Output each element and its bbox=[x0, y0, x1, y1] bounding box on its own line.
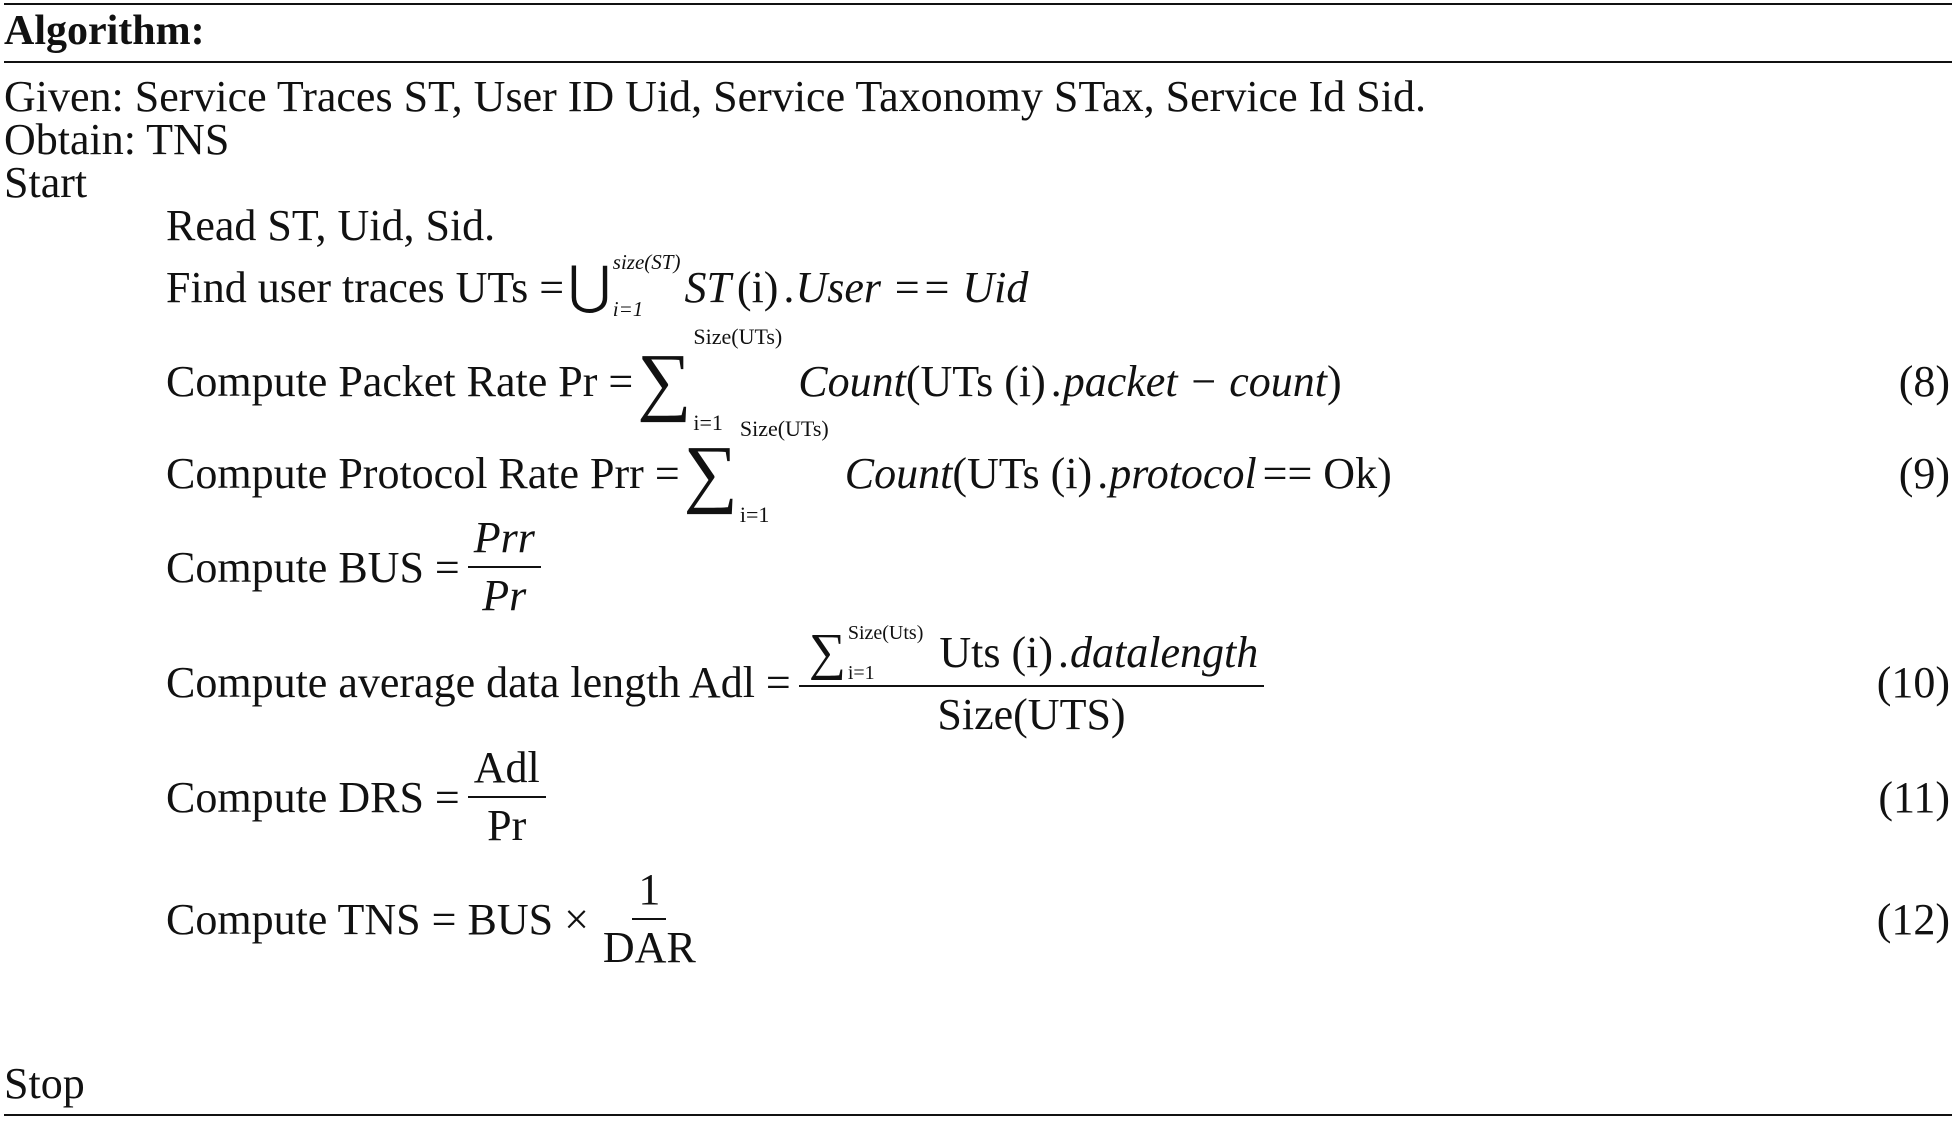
read-line: Read ST, Uid, Sid. bbox=[166, 201, 496, 250]
eq10-num-b: .datalength bbox=[1059, 627, 1259, 677]
sum-operator-eq8: ∑ Size(UTs) i=1 bbox=[637, 326, 782, 434]
equation-9-row: Compute Protocol Rate Prr = ∑ Size(UTs) … bbox=[166, 418, 1392, 528]
eq8-arg-b: .packet − count bbox=[1051, 356, 1327, 406]
eq9-arg-b: .protocol bbox=[1098, 448, 1257, 498]
algorithm-heading: Algorithm: bbox=[4, 8, 205, 54]
union-upper-limit: size(ST) bbox=[612, 250, 681, 274]
bus-fraction: Prr Pr bbox=[467, 513, 541, 621]
union-limits: size(ST) i=1 bbox=[612, 252, 681, 321]
sum-upper-limit: Size(Uts) bbox=[847, 621, 924, 644]
bus-prefix: Compute BUS = bbox=[166, 542, 460, 592]
eq11-prefix: Compute DRS = bbox=[166, 772, 460, 822]
bus-numerator: Prr bbox=[467, 513, 541, 568]
union-lower-limit: i=1 bbox=[612, 297, 644, 321]
sum-symbol: ∑ bbox=[637, 339, 692, 423]
sum-limits: Size(UTs) i=1 bbox=[693, 326, 782, 434]
eq9-count: Count bbox=[844, 448, 953, 498]
eq10-number: (10) bbox=[1876, 657, 1950, 707]
sum-upper-limit: Size(UTs) bbox=[739, 416, 829, 441]
eq10-num-a: Uts (i) bbox=[939, 627, 1054, 677]
eq12-prefix: Compute TNS = BUS × bbox=[166, 894, 589, 944]
eq12-denominator: DAR bbox=[602, 923, 696, 972]
eq12-fraction: 1 DAR bbox=[597, 865, 702, 973]
eq8-arg-c: ) bbox=[1327, 356, 1342, 406]
eq9-prefix: Compute Protocol Rate Prr = bbox=[166, 448, 680, 498]
equation-8-row: Compute Packet Rate Pr = ∑ Size(UTs) i=1… bbox=[166, 326, 1342, 436]
eq11-fraction: Adl Pr bbox=[467, 743, 546, 851]
eq8-arg-a: (UTs (i) bbox=[905, 356, 1046, 406]
eq11-number: (11) bbox=[1878, 772, 1950, 822]
union-operator: ⋃ size(ST) i=1 bbox=[568, 252, 681, 321]
find-expr-st: ST bbox=[684, 262, 731, 312]
stop-line: Stop bbox=[4, 1059, 85, 1108]
union-symbol: ⋃ bbox=[568, 258, 611, 315]
eq11-numerator: Adl bbox=[467, 743, 546, 798]
eq8-number: (8) bbox=[1898, 356, 1950, 406]
given-line: Given: Service Traces ST, User ID Uid, S… bbox=[4, 72, 1426, 121]
obtain-line: Obtain: TNS bbox=[4, 115, 230, 164]
sum-upper-limit: Size(UTs) bbox=[693, 324, 783, 349]
sum-operator-eq10: ∑ Size(Uts) i=1 bbox=[808, 621, 924, 684]
sum-operator-eq9: ∑ Size(UTs) i=1 bbox=[683, 418, 829, 526]
find-prefix: Find user traces UTs = bbox=[166, 262, 565, 312]
bus-denominator: Pr bbox=[482, 571, 527, 620]
sum-lower-limit: i=1 bbox=[693, 410, 723, 435]
eq11-denominator: Pr bbox=[487, 801, 527, 850]
sum-symbol: ∑ bbox=[808, 623, 846, 681]
sum-lower-limit: i=1 bbox=[847, 661, 875, 684]
sum-limits: Size(Uts) i=1 bbox=[847, 621, 924, 684]
eq10-prefix: Compute average data length Adl = bbox=[166, 657, 791, 707]
eq12-numerator: 1 bbox=[632, 865, 667, 920]
sum-lower-limit: i=1 bbox=[739, 502, 770, 527]
sum-limits: Size(UTs) i=1 bbox=[740, 418, 829, 526]
eq8-count: Count bbox=[798, 356, 906, 406]
equation-11-row: Compute DRS = Adl Pr bbox=[166, 742, 554, 852]
find-expr-condition: .User == Uid bbox=[784, 262, 1029, 312]
find-user-traces-line: Find user traces UTs = ⋃ size(ST) i=1 ST… bbox=[166, 252, 1028, 322]
eq8-prefix: Compute Packet Rate Pr = bbox=[166, 356, 634, 406]
heading-rule bbox=[4, 61, 1952, 63]
equation-12-row: Compute TNS = BUS × 1 DAR bbox=[166, 864, 710, 974]
eq10-denominator: Size(UTS) bbox=[937, 689, 1126, 739]
eq9-arg-a: (UTs (i) bbox=[952, 448, 1093, 498]
eq10-fraction: ∑ Size(Uts) i=1 Uts (i) .datalength Size… bbox=[798, 621, 1265, 739]
eq9-number: (9) bbox=[1898, 448, 1950, 498]
eq9-arg-c: == Ok) bbox=[1262, 448, 1392, 498]
bus-row: Compute BUS = Prr Pr bbox=[166, 512, 549, 622]
eq10-numerator: ∑ Size(Uts) i=1 Uts (i) .datalength bbox=[798, 621, 1265, 687]
equation-10-row: Compute average data length Adl = ∑ Size… bbox=[166, 621, 1272, 739]
top-rule bbox=[4, 3, 1952, 5]
find-expr-index: (i) bbox=[736, 262, 779, 312]
sum-symbol: ∑ bbox=[683, 431, 738, 515]
bottom-rule bbox=[4, 1114, 1952, 1116]
eq12-number: (12) bbox=[1876, 894, 1950, 944]
start-line: Start bbox=[4, 158, 88, 207]
